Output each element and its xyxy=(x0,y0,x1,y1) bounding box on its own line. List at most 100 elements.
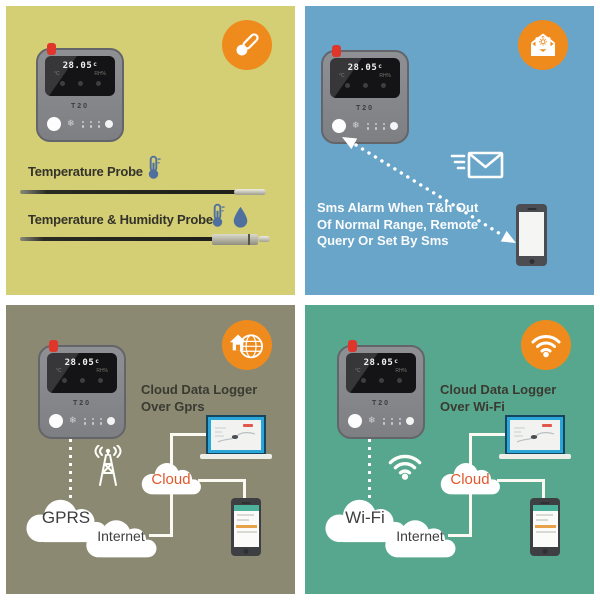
panel-cloud-wifi: 28.05c °C RH% T20 ❄ Cloud Data Logger Ov… xyxy=(305,305,594,594)
sms-line-3: Query Or Set By Sms xyxy=(317,233,449,248)
app-header-bar xyxy=(532,505,558,511)
display-sub-left: °C xyxy=(339,73,345,79)
display-sub-labels: °C RH% xyxy=(45,71,115,77)
device-to-cloud-dotted-line xyxy=(69,439,72,501)
phone-speaker xyxy=(241,501,251,504)
connector-cloud-phone-v xyxy=(542,479,545,505)
device-controls: ❄ xyxy=(47,117,113,131)
device-screen: 28.05c °C RH% xyxy=(47,353,117,393)
display-sub-right: RH% xyxy=(395,368,407,374)
indicator-dot xyxy=(105,120,113,128)
power-button xyxy=(332,119,346,133)
chart-on-screen xyxy=(514,424,555,443)
humidity-probe-sensor-head xyxy=(212,233,258,245)
snowflake-icon: ❄ xyxy=(69,415,77,426)
device-screen: 28.05c °C RH% xyxy=(330,58,400,98)
humidity-probe-tip xyxy=(258,236,270,242)
gprs-cloud-label: GPRS xyxy=(41,508,91,527)
badge-thermometer xyxy=(222,20,272,70)
temperature-unit: c xyxy=(394,358,399,365)
connector-cloud-internet-h xyxy=(149,534,173,537)
temperature-reading: 28.05 xyxy=(347,63,378,73)
keypad-dots xyxy=(366,122,387,130)
chart-on-screen xyxy=(215,424,256,443)
wifi-title-line1: Cloud Data Logger xyxy=(440,382,557,397)
display-sub-right: RH% xyxy=(379,73,391,79)
humidity-probe-cable xyxy=(20,237,218,241)
touch-key-dots xyxy=(47,378,117,383)
panel-sms-alarm: 28.05c °C RH% T20 ❄ Sms Ala xyxy=(305,6,594,295)
connector-cloud-laptop-h xyxy=(469,433,511,436)
device-screen: 28.05c °C RH% xyxy=(45,56,115,96)
probe1-label: Temperature Probe xyxy=(28,164,143,179)
connector-cloud-laptop-v xyxy=(170,433,173,467)
phone-app-screen xyxy=(233,505,259,547)
badge-wifi xyxy=(521,320,571,370)
temperature-reading: 28.05 xyxy=(363,358,394,368)
display-reading-row: 28.05c xyxy=(47,358,117,368)
wifi-signal-icon xyxy=(387,451,423,486)
display-sub-labels: °C RH% xyxy=(346,368,416,374)
internet-cloud-label: Internet xyxy=(97,528,145,544)
app-text-line xyxy=(535,530,556,533)
wifi-cloud: Wi-Fi xyxy=(319,491,411,549)
smartphone xyxy=(516,204,547,266)
phone-home-button xyxy=(542,548,548,554)
connector-cloud-internet-h xyxy=(448,534,472,537)
device-screen: 28.05c °C RH% xyxy=(346,353,416,393)
alarm-led xyxy=(49,340,58,352)
globe-home-icon xyxy=(228,330,266,361)
laptop-base xyxy=(499,454,571,459)
smartphone-app xyxy=(530,498,560,556)
t20-data-logger: 28.05c °C RH% T20 ❄ xyxy=(38,340,126,439)
device-to-cloud-dotted-line xyxy=(368,439,371,501)
connector-cloud-phone-h xyxy=(198,479,246,482)
alarm-led xyxy=(332,45,341,57)
alarm-led xyxy=(348,340,357,352)
gprs-title-line1: Cloud Data Logger xyxy=(141,382,258,397)
device-model-label: T20 xyxy=(72,400,92,407)
snowflake-icon: ❄ xyxy=(368,415,376,426)
connector-cloud-laptop-h xyxy=(170,433,212,436)
display-reading-row: 28.05c xyxy=(45,61,115,71)
sms-two-way-arrow xyxy=(342,137,516,243)
cloud-label: Cloud xyxy=(151,471,191,488)
connector-cloud-phone-h xyxy=(497,479,545,482)
phone-home-button xyxy=(243,548,249,554)
snowflake-icon: ❄ xyxy=(352,120,360,131)
touch-key-dots xyxy=(330,83,400,88)
indicator-dot xyxy=(406,417,414,425)
app-text-line xyxy=(236,530,257,533)
phone-speaker xyxy=(540,501,550,504)
display-sub-labels: °C RH% xyxy=(330,73,400,79)
internet-cloud: Internet xyxy=(80,513,162,563)
laptop xyxy=(200,417,272,459)
temperature-unit: c xyxy=(378,63,383,70)
probe2-label: Temperature & Humidity Probe xyxy=(28,212,213,227)
laptop-screen xyxy=(507,417,563,453)
laptop xyxy=(499,417,571,459)
panel-probes: 28.05c °C RH% T20 ❄ Temperature Probe Te… xyxy=(6,6,295,295)
keypad-dots xyxy=(83,417,104,425)
temperature-unit: c xyxy=(95,358,100,365)
keypad-dots xyxy=(81,120,102,128)
power-button xyxy=(49,414,63,428)
thermometer-icon xyxy=(146,155,161,185)
thermometer-icon xyxy=(210,203,225,233)
device-model-label: T20 xyxy=(371,400,391,407)
device-slot: 28.05c °C RH% T20 ❄ xyxy=(36,43,124,142)
power-button xyxy=(348,414,362,428)
t20-data-logger: 28.05c °C RH% T20 ❄ xyxy=(337,340,425,439)
t20-data-logger: 28.05c °C RH% T20 ❄ xyxy=(321,45,409,144)
cloud-bubble: Cloud xyxy=(436,455,504,501)
connector-cloud-internet-v xyxy=(469,491,472,537)
keypad-dots xyxy=(382,417,403,425)
smartphone-app xyxy=(231,498,261,556)
app-text-line xyxy=(236,519,249,521)
device-model-label: T20 xyxy=(70,103,90,110)
badge-globe-home xyxy=(222,320,272,370)
app-text-line xyxy=(535,514,553,516)
display-sub-left: °C xyxy=(56,368,62,374)
connector-cloud-phone-v xyxy=(243,479,246,505)
snowflake-icon: ❄ xyxy=(67,118,75,129)
